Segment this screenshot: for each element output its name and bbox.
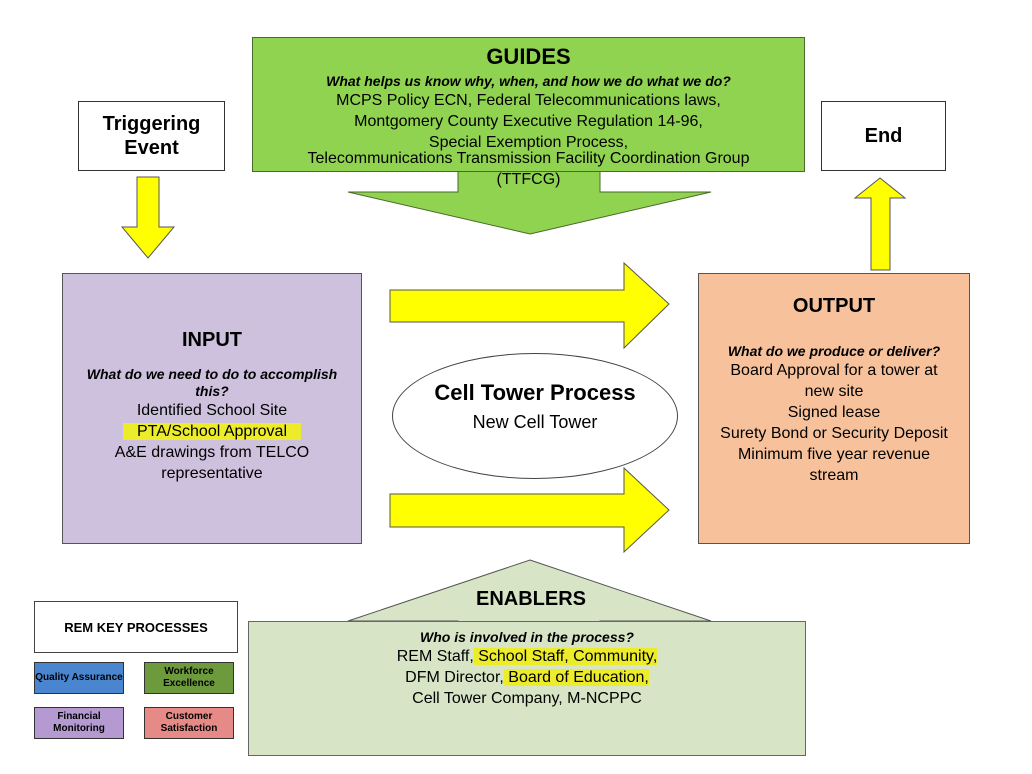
input-box: INPUT What do we need to do to accomplis… (62, 273, 362, 544)
triggering-down-arrow (120, 176, 176, 259)
end-up-arrow (853, 177, 907, 271)
enablers-line-1-plain: REM Staff, (396, 648, 474, 665)
input-line-4-text: representative (161, 465, 263, 482)
guides-line-2: Montgomery County Executive Regulation 1… (354, 113, 703, 130)
key-financial-monitoring: Financial Monitoring (34, 707, 124, 739)
guides-question: What helps us know why, when, and how we… (326, 73, 731, 89)
input-question: What do we need to do to accomplish this… (86, 366, 338, 399)
guides-box: GUIDES What helps us know why, when, and… (252, 37, 805, 172)
input-line-1: Identified School Site (63, 400, 361, 421)
guides-line-1: MCPS Policy ECN, Federal Telecommunicati… (336, 92, 721, 109)
process-ellipse: Cell Tower Process New Cell Tower (392, 353, 678, 479)
output-line-1: Board Approval for a tower at (730, 362, 938, 379)
enablers-box: Who is involved in the process? REM Staf… (248, 621, 806, 756)
output-title: OUTPUT (792, 295, 876, 317)
guides-line-4: Telecommunications Transmission Facility… (307, 150, 750, 167)
enablers-line-1: REM Staff, School Staff, Community, (249, 646, 805, 667)
rem-key-title-box: REM KEY PROCESSES (34, 601, 238, 653)
enablers-line-2: DFM Director, Board of Education, (249, 667, 805, 688)
input-title: INPUT (182, 329, 242, 351)
output-line-5: Minimum five year revenue (737, 446, 931, 463)
process-subtitle: New Cell Tower (472, 412, 598, 432)
process-title: Cell Tower Process (434, 380, 636, 405)
enablers-line-2-plain: DFM Director, (405, 669, 504, 686)
key-customer-satisfaction-label: Customer Satisfaction (160, 711, 218, 734)
top-right-arrow (389, 261, 670, 350)
guides-line-3: Special Exemption Process, (428, 134, 629, 151)
input-line-2: PTA/School Approval (63, 421, 361, 442)
key-financial-monitoring-label: Financial Monitoring (53, 711, 105, 734)
end-box: End (821, 101, 946, 171)
input-line-3: A&E drawings from TELCO (63, 442, 361, 463)
key-workforce-excellence-label: Workforce Excellence (163, 666, 215, 689)
enablers-line-1-highlight: School Staff, Community, (473, 648, 658, 665)
output-line-2: new site (804, 383, 864, 400)
input-line-3-text: A&E drawings from TELCO (114, 444, 310, 461)
output-line-4: Surety Bond or Security Deposit (720, 425, 948, 442)
key-workforce-excellence: Workforce Excellence (144, 662, 234, 694)
bottom-right-arrow (389, 466, 670, 554)
enablers-line-2-highlight: Board of Education, (503, 669, 649, 686)
key-quality-assurance-label: Quality Assurance (35, 672, 123, 683)
output-question: What do we produce or deliver? (727, 343, 941, 359)
enablers-title: ENABLERS (475, 588, 586, 610)
triggering-event-label: Triggering Event (102, 113, 201, 159)
enablers-question: Who is involved in the process? (420, 629, 634, 645)
guides-line-5: (TTFCG) (496, 171, 561, 188)
output-box: OUTPUT What do we produce or deliver? Bo… (698, 273, 970, 544)
guides-overflow-text: Telecommunications Transmission Facility… (252, 148, 805, 190)
triggering-event-box: Triggering Event (78, 101, 225, 171)
guides-title: GUIDES (486, 44, 571, 69)
output-line-3: Signed lease (787, 404, 881, 421)
input-line-2-text: PTA/School Approval (122, 423, 301, 440)
key-quality-assurance: Quality Assurance (34, 662, 124, 694)
end-label: End (864, 124, 903, 147)
key-customer-satisfaction: Customer Satisfaction (144, 707, 234, 739)
input-line-4: representative (63, 463, 361, 484)
input-line-1-text: Identified School Site (136, 402, 288, 419)
output-line-6: stream (809, 467, 859, 484)
rem-key-title: REM KEY PROCESSES (64, 619, 208, 635)
enablers-line-3: Cell Tower Company, M-NCPPC (412, 690, 642, 707)
